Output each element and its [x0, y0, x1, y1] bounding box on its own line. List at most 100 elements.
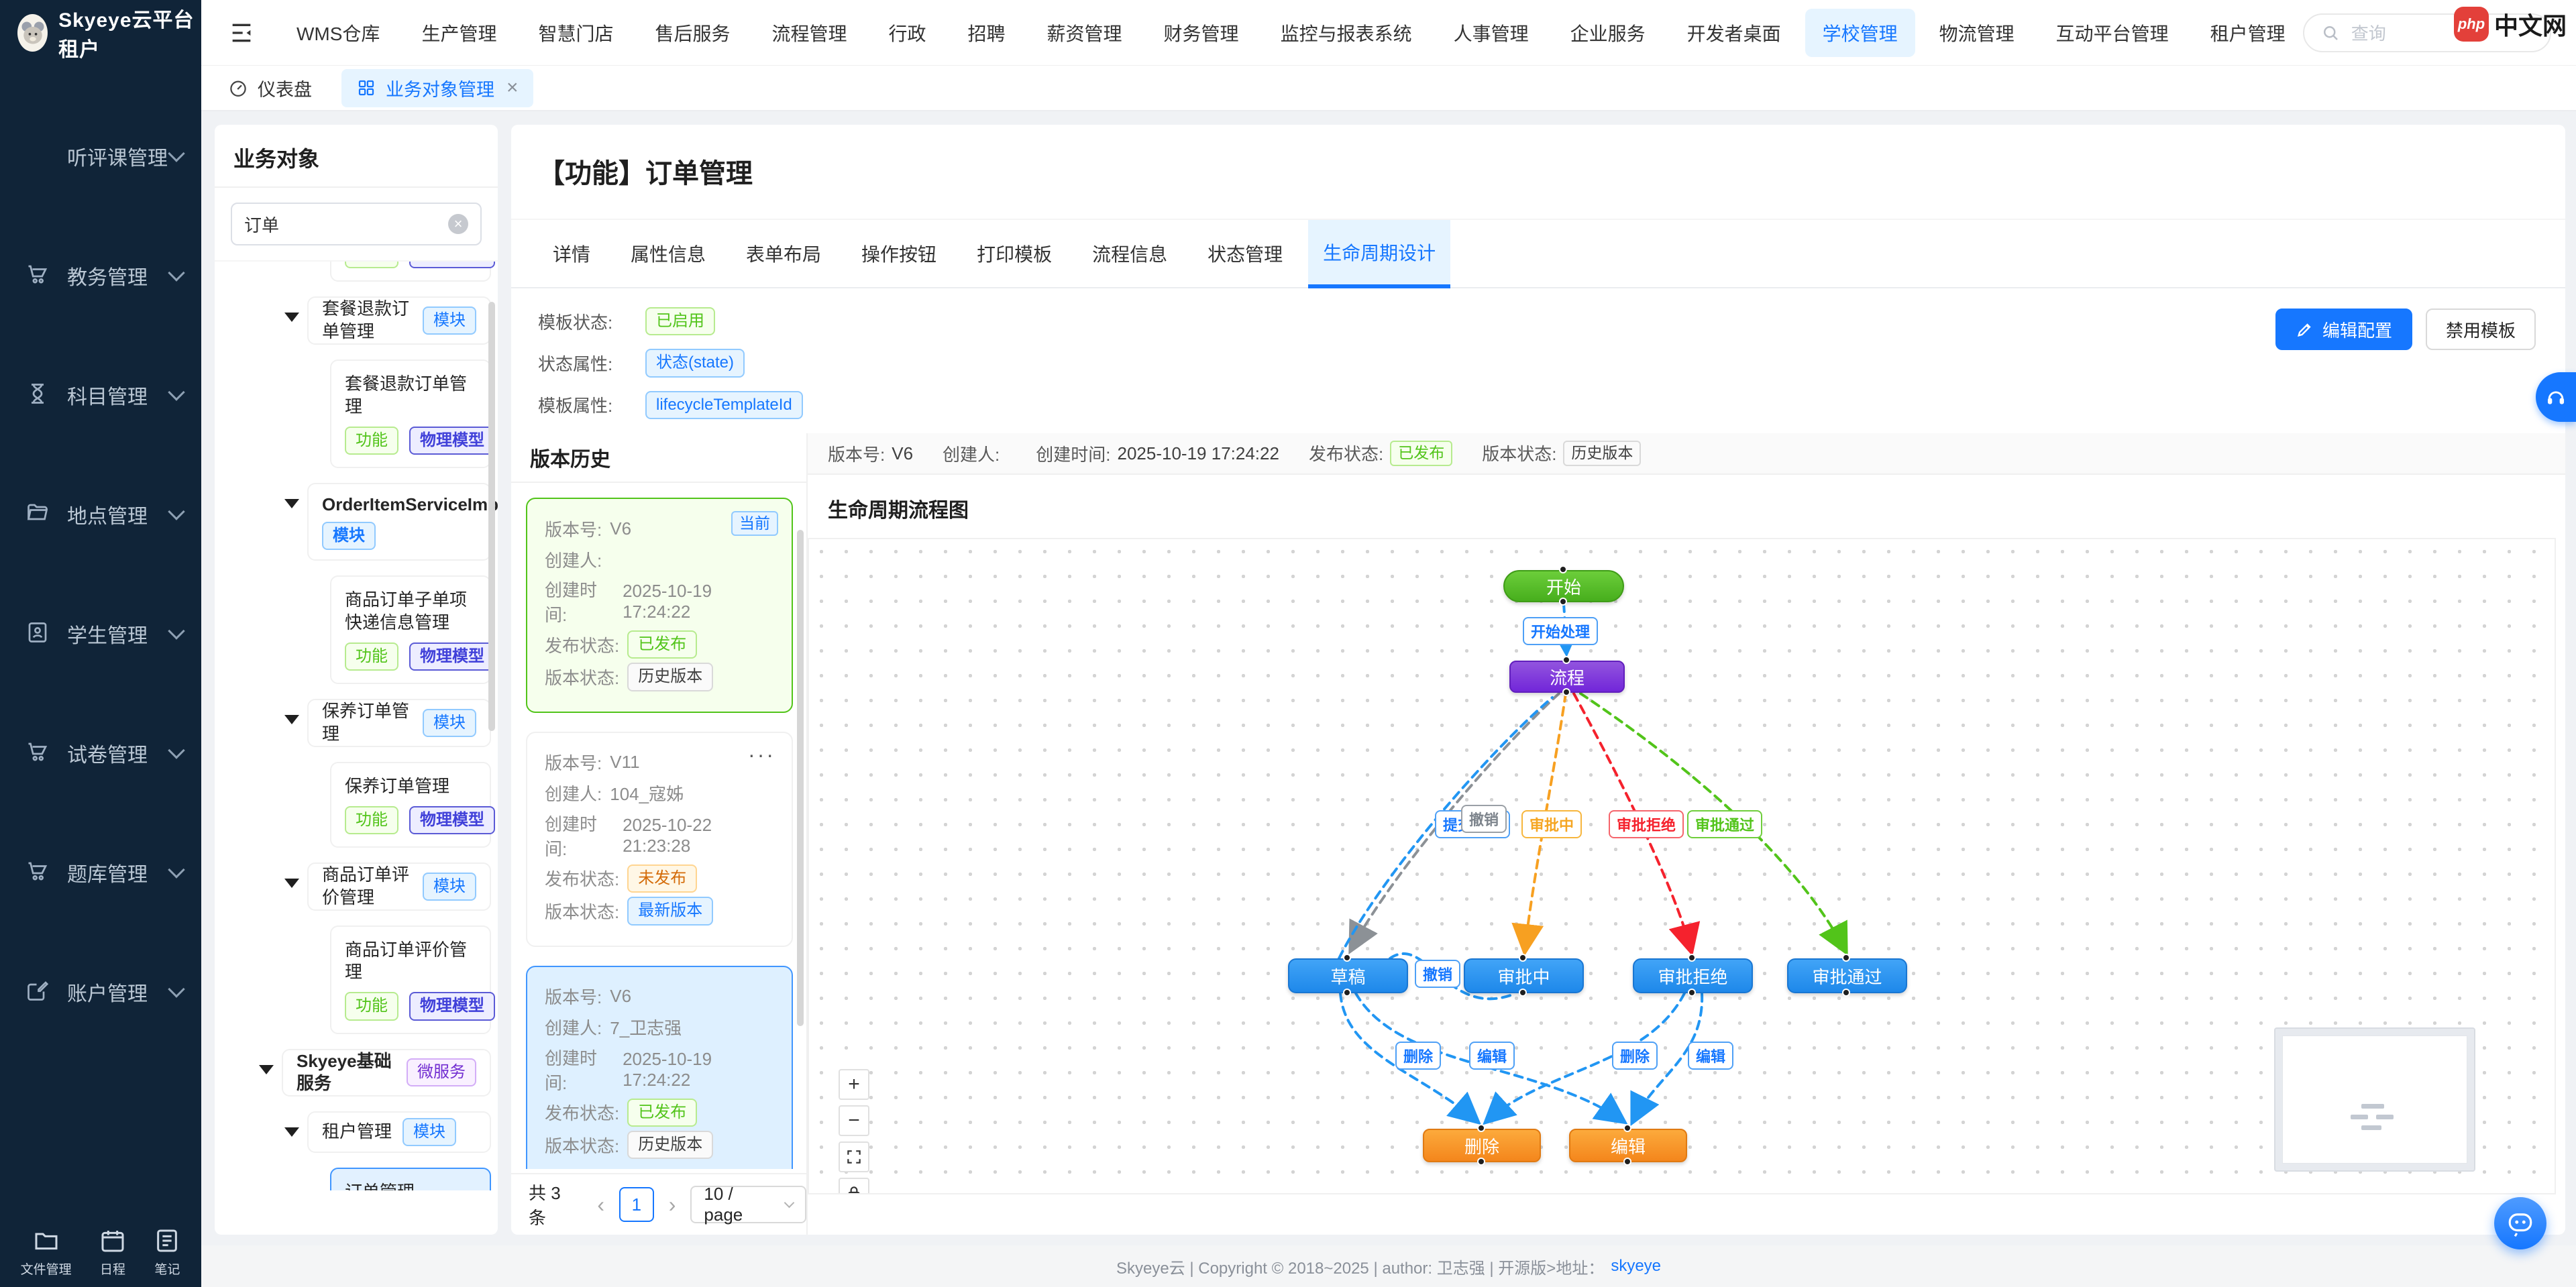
app-logo[interactable]: Skyeye云平台租户	[0, 0, 201, 66]
topnav-item-school[interactable]: 学校管理	[1805, 8, 1915, 57]
flow-node-process[interactable]: 流程	[1509, 661, 1625, 693]
sidebar-item-student[interactable]: 学生管理	[0, 574, 201, 693]
sidebar-item-subject[interactable]: 科目管理	[0, 335, 201, 455]
sidebar-item-account[interactable]: 账户管理	[0, 932, 201, 1052]
tab-dashboard[interactable]: 仪表盘	[228, 75, 312, 101]
sidebar-item-academic[interactable]: 教务管理	[0, 216, 201, 335]
tab-print-template[interactable]: 打印模板	[977, 244, 1053, 265]
flow-minimap[interactable]	[2274, 1027, 2475, 1172]
flow-node-approving[interactable]: 审批中	[1464, 958, 1584, 993]
topnav-item-tenant[interactable]: 租户管理	[2210, 23, 2286, 44]
edge-label-approving[interactable]: 审批中	[1521, 810, 1582, 838]
page-number[interactable]: 1	[619, 1187, 654, 1222]
topnav-item-recruit[interactable]: 招聘	[967, 23, 1006, 44]
caret-down-icon[interactable]	[284, 878, 299, 888]
tree-leaf-maintenance-order[interactable]: 保养订单管理 功能物理模型	[330, 761, 495, 848]
edge-label-reject[interactable]: 审批拒绝	[1609, 810, 1684, 838]
topnav-item-hr[interactable]: 人事管理	[1453, 23, 1529, 44]
sidebar-item-location[interactable]: 地点管理	[0, 455, 201, 574]
topnav-item-monitor-report[interactable]: 监控与报表系统	[1280, 23, 1412, 44]
prev-page-button[interactable]: ‹	[597, 1192, 605, 1217]
menu-fold-icon[interactable]	[228, 19, 255, 46]
dock-file-manager[interactable]: 文件管理	[21, 1227, 72, 1278]
dock-schedule[interactable]: 日程	[99, 1227, 126, 1278]
edge-label-delete-2[interactable]: 删除	[1612, 1042, 1658, 1070]
customer-service-tab[interactable]	[2536, 372, 2576, 422]
topnav-item-logistics[interactable]: 物流管理	[1939, 23, 2015, 44]
sidebar-item-listen-eval[interactable]: 听评课管理	[0, 97, 201, 216]
chat-assistant-button[interactable]	[2494, 1197, 2546, 1249]
flow-node-approved[interactable]: 审批通过	[1787, 958, 1907, 993]
topnav-item-process[interactable]: 流程管理	[771, 23, 847, 44]
page-size-select[interactable]: 10 / page	[690, 1184, 806, 1225]
tab-attributes[interactable]: 属性信息	[631, 244, 706, 265]
tree-search-input[interactable]	[244, 213, 448, 235]
next-page-button[interactable]: ›	[668, 1192, 676, 1217]
version-card-v11[interactable]: ··· 版本号:V11 创建人:104_寇姊 创建时间:2025-10-22 2…	[526, 731, 793, 947]
tree-group-skyeye-base-service[interactable]: Skyeye基础服务微服务	[259, 1048, 491, 1097]
version-card-selected[interactable]: 版本号:V6 创建人:7_卫志强 创建时间:2025-10-19 17:24:2…	[526, 965, 793, 1169]
topnav-item-wms[interactable]: WMS仓库	[297, 23, 380, 44]
topnav-item-dev-desktop[interactable]: 开发者桌面	[1686, 23, 1781, 44]
tab-business-object[interactable]: 业务对象管理 ×	[341, 68, 533, 107]
tree-search-field[interactable]: ×	[231, 203, 482, 245]
flow-node-draft[interactable]: 草稿	[1288, 958, 1408, 993]
edge-label-edit-1[interactable]: 编辑	[1469, 1042, 1515, 1070]
caret-down-icon[interactable]	[284, 313, 299, 323]
tab-detail[interactable]: 详情	[553, 244, 591, 265]
flow-node-rejected[interactable]: 审批拒绝	[1633, 958, 1753, 993]
zoom-in-button[interactable]: +	[839, 1069, 869, 1100]
tab-action-buttons[interactable]: 操作按钮	[861, 244, 937, 265]
more-menu-icon[interactable]: ···	[748, 742, 775, 767]
topnav-item-smart-store[interactable]: 智慧门店	[538, 23, 614, 44]
dock-notes[interactable]: 笔记	[154, 1227, 180, 1278]
tree-group-tenant-mgmt[interactable]: 租户管理模块	[284, 1111, 491, 1154]
tab-state-mgmt[interactable]: 状态管理	[1208, 244, 1283, 265]
edge-label-start-handle[interactable]: 开始处理	[1523, 617, 1599, 645]
flow-canvas[interactable]: 开始 流程 草稿 审批中 审批拒绝 审批通过 删除 编辑 开始处理 提交审批 撤…	[808, 538, 2556, 1194]
global-search-input[interactable]: 查询	[2302, 13, 2551, 52]
clear-icon[interactable]: ×	[448, 214, 468, 234]
caret-down-icon[interactable]	[284, 715, 299, 725]
tree-leaf-order-review[interactable]: 商品订单评价管理 功能物理模型	[330, 925, 495, 1034]
tree-leaf-refund-order[interactable]: 套餐退款订单管理 功能物理模型	[330, 359, 495, 468]
tab-form-layout[interactable]: 表单布局	[746, 244, 822, 265]
edge-label-revoke-gray[interactable]: 撤销	[1461, 805, 1507, 833]
edge-label-edit-2[interactable]: 编辑	[1688, 1042, 1734, 1070]
sidebar-item-question-bank[interactable]: 题库管理	[0, 813, 201, 932]
tree-group-order-review[interactable]: 商品订单评价管理模块	[284, 862, 491, 911]
caret-down-icon[interactable]	[259, 1064, 274, 1074]
tab-lifecycle-design[interactable]: 生命周期设计	[1308, 220, 1451, 288]
close-icon[interactable]: ×	[506, 76, 519, 99]
edge-label-delete-1[interactable]: 删除	[1395, 1042, 1442, 1070]
tab-process-info[interactable]: 流程信息	[1092, 244, 1168, 265]
tree-leaf-express-info[interactable]: 商品订单子单项快递信息管理 功能物理模型	[330, 575, 495, 685]
lock-button[interactable]	[839, 1178, 869, 1193]
topnav-item-aftersales[interactable]: 售后服务	[655, 23, 731, 44]
zoom-out-button[interactable]: −	[839, 1105, 869, 1136]
tree-group-maintenance-order[interactable]: 保养订单管理模块	[284, 699, 491, 747]
fit-view-button[interactable]	[839, 1141, 869, 1172]
topnav-item-finance[interactable]: 财务管理	[1163, 23, 1239, 44]
topnav-item-salary[interactable]: 薪资管理	[1046, 23, 1122, 44]
topnav-item-interactive-platform[interactable]: 互动平台管理	[2055, 23, 2169, 44]
edit-config-button[interactable]: 编辑配置	[2275, 309, 2412, 350]
version-card-current[interactable]: 当前 版本号:V6 创建人: 创建时间:2025-10-19 17:24:22 …	[526, 498, 793, 713]
topnav-item-admin[interactable]: 行政	[888, 23, 926, 44]
flow-node-edit[interactable]: 编辑	[1569, 1129, 1687, 1162]
disable-template-button[interactable]: 禁用模板	[2425, 309, 2536, 350]
sidebar-item-exam-paper[interactable]: 试卷管理	[0, 693, 201, 813]
edge-label-revoke[interactable]: 撤销	[1415, 960, 1461, 988]
tree-group-refund-order[interactable]: 套餐退款订单管理模块	[284, 296, 491, 345]
skyeye-link[interactable]: skyeye	[1611, 1257, 1662, 1275]
topnav-item-enterprise[interactable]: 企业服务	[1570, 23, 1646, 44]
caret-down-icon[interactable]	[284, 1127, 299, 1137]
topnav-item-production[interactable]: 生产管理	[421, 23, 497, 44]
version-scrollbar[interactable]	[797, 530, 804, 1026]
tree-scrollbar[interactable]	[488, 302, 495, 731]
caret-down-icon[interactable]	[284, 498, 299, 508]
edge-label-pass[interactable]: 审批通过	[1687, 810, 1763, 838]
